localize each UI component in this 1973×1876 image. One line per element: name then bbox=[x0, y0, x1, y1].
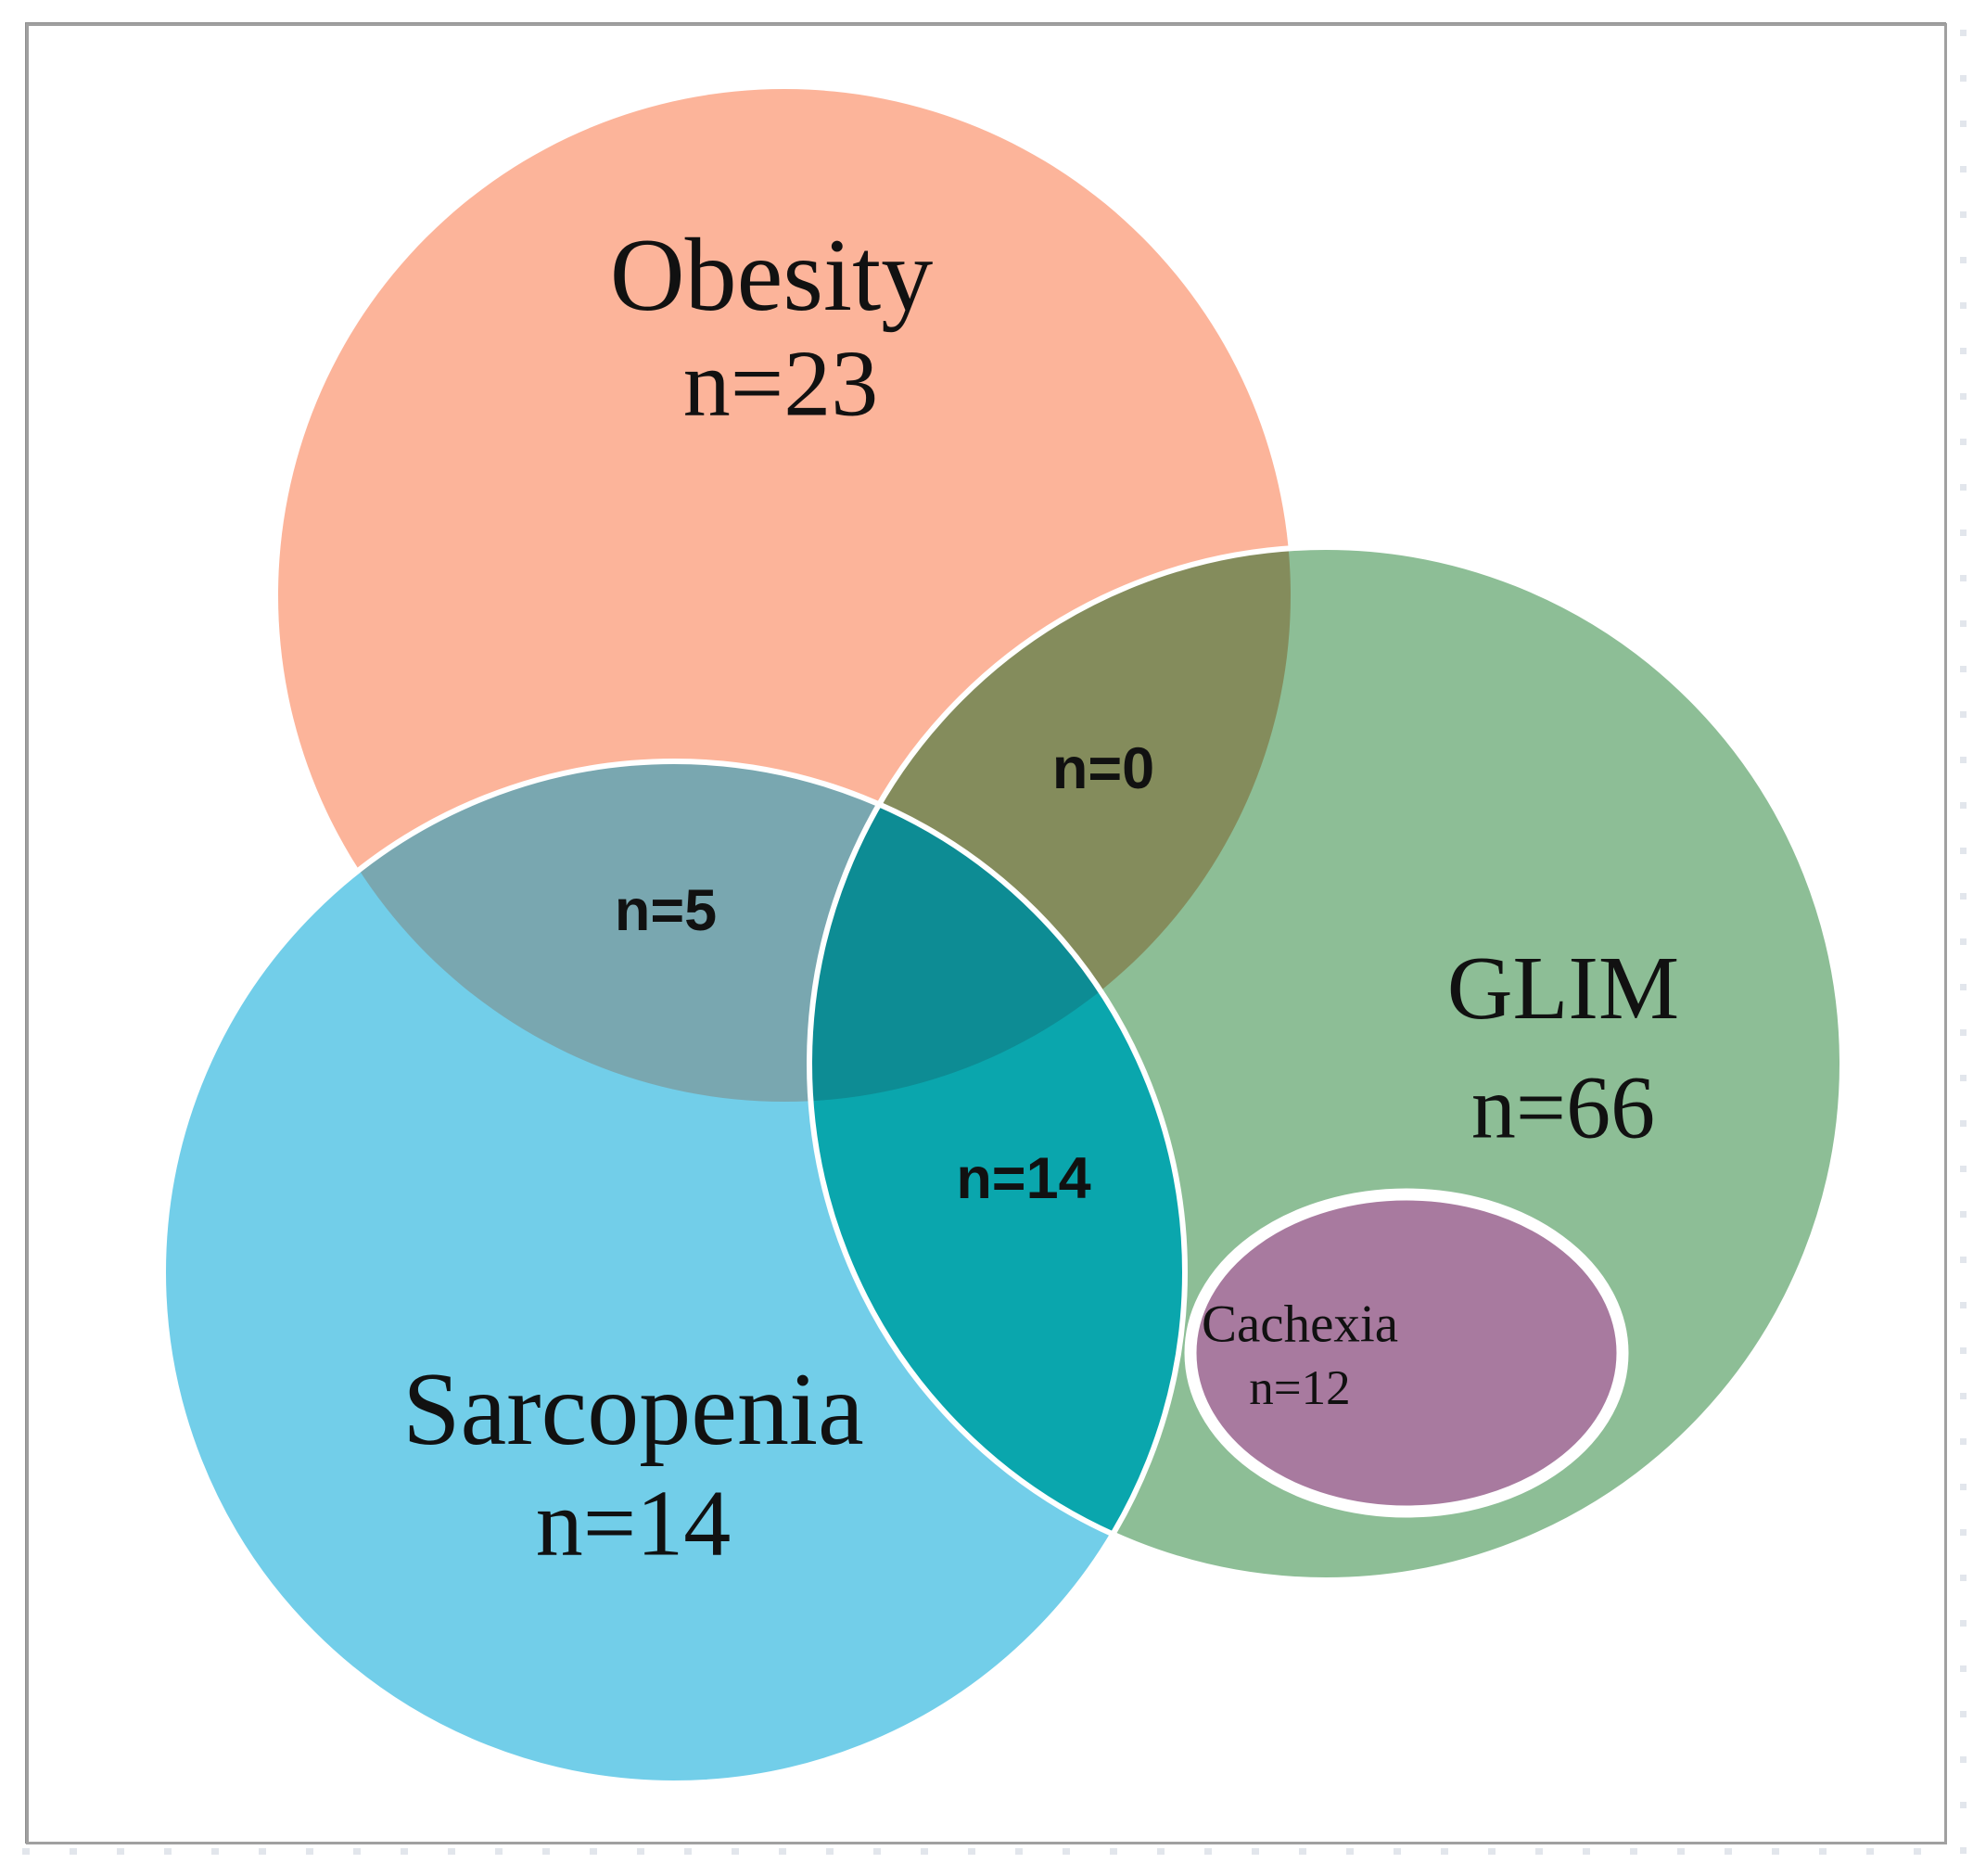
sarcopenia-circle-outline bbox=[160, 759, 1188, 1786]
triple-overlap-region bbox=[809, 761, 1185, 1102]
cachexia-ellipse bbox=[1184, 1188, 1629, 1518]
glim-count: n=66 bbox=[1471, 1058, 1655, 1157]
cachexia-count: n=12 bbox=[1249, 1361, 1350, 1415]
obesity-count: n=23 bbox=[683, 332, 879, 437]
obesity-label: Obesity bbox=[610, 218, 933, 333]
obesity-glim-overlap-count: n=0 bbox=[1052, 736, 1154, 801]
obesity-glim-overlap-region bbox=[809, 547, 1291, 1102]
glim-label: GLIM bbox=[1447, 938, 1679, 1039]
page-edge-dots-right bbox=[1960, 30, 1967, 1864]
glim-circle-outline bbox=[807, 544, 1845, 1583]
sarcopenia-glim-overlap-count: n=14 bbox=[956, 1146, 1090, 1211]
cachexia-label: Cachexia bbox=[1202, 1295, 1398, 1354]
sarcopenia-count: n=14 bbox=[536, 1472, 732, 1576]
sarcopenia-label: Sarcopenia bbox=[402, 1352, 864, 1467]
page-edge-dots-bottom bbox=[22, 1848, 1951, 1855]
obesity-sarcopenia-overlap-count: n=5 bbox=[615, 878, 717, 943]
